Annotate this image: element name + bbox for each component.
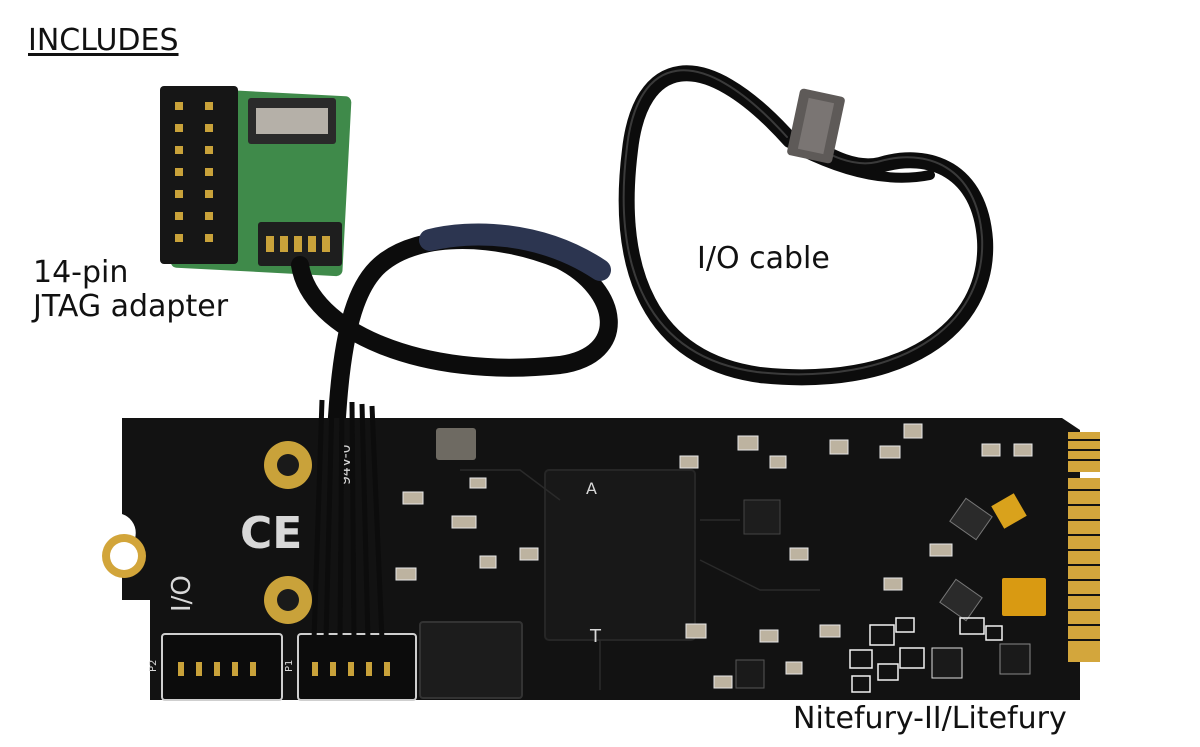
- jtag-label-line2: JTAG adapter: [33, 288, 229, 324]
- silk-p1: P1: [284, 660, 295, 672]
- board-name-label: Nitefury-II/Litefury: [793, 701, 1067, 736]
- silk-t-marking: T: [589, 626, 602, 647]
- includes-heading: INCLUDES: [28, 23, 179, 58]
- jtag-label-line1: 14-pin: [33, 255, 129, 290]
- jtag-cable-end: [311, 399, 385, 641]
- jtag-adapter: [160, 86, 352, 277]
- io-cable-label: I/O cable: [697, 241, 830, 276]
- silk-a-marking: A: [586, 479, 597, 498]
- m2-board: I/O CE 94V-0 A T P2 P1: [102, 418, 1100, 701]
- jtag-cable: [291, 223, 618, 649]
- jtag-adapter-label: 14-pin JTAG adapter: [33, 256, 228, 323]
- io-cable-connector: [787, 88, 845, 164]
- silk-io-marking: I/O: [167, 575, 197, 612]
- silk-p2: P2: [148, 660, 159, 672]
- silk-ce-marking: CE: [240, 508, 302, 559]
